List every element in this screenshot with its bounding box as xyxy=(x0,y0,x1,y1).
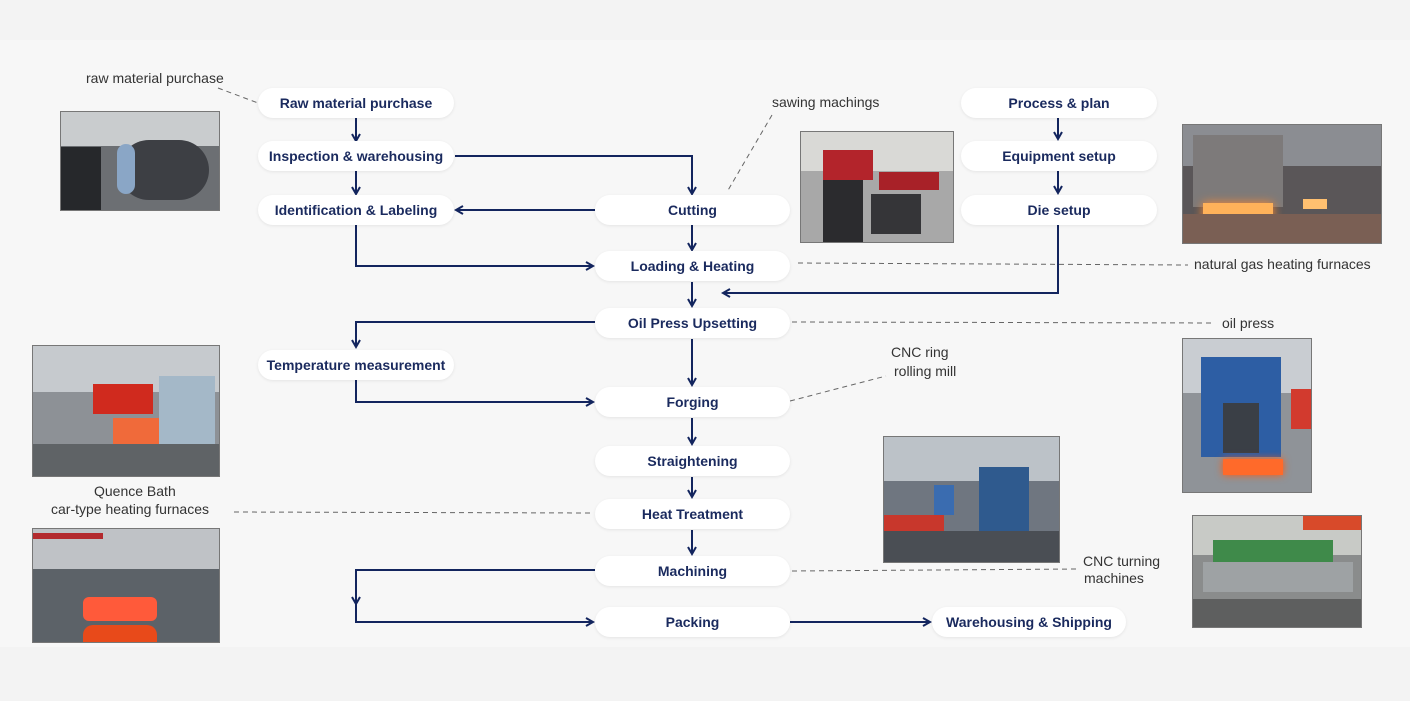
cnc-turning-photo xyxy=(1192,515,1362,628)
ring-rolling-photo xyxy=(883,436,1060,563)
node-raw-material-purchase: Raw material purchase xyxy=(258,88,454,118)
sawing-machine-photo xyxy=(800,131,954,243)
node-equipment-setup: Equipment setup xyxy=(961,141,1157,171)
oil-press-photo xyxy=(1182,338,1312,493)
node-process-plan: Process & plan xyxy=(961,88,1157,118)
node-packing: Packing xyxy=(595,607,790,637)
node-identification-labeling: Identification & Labeling xyxy=(258,195,454,225)
node-inspection-warehousing: Inspection & warehousing xyxy=(258,141,454,171)
node-oil-press-upsetting: Oil Press Upsetting xyxy=(595,308,790,338)
annotation-cnc-turning-line2: machines xyxy=(1084,570,1144,586)
annotation-natural-gas: natural gas heating furnaces xyxy=(1194,256,1371,272)
annotation-quench-line1: Quence Bath xyxy=(94,483,176,499)
annotation-oil-press: oil press xyxy=(1222,315,1275,331)
heating-furnace-photo xyxy=(1182,124,1382,244)
annotation-raw-material: raw material purchase xyxy=(86,70,224,86)
node-machining: Machining xyxy=(595,556,790,586)
node-warehousing-shipping: Warehousing & Shipping xyxy=(932,607,1126,637)
node-forging: Forging xyxy=(595,387,790,417)
node-straightening: Straightening xyxy=(595,446,790,476)
annotation-quench-line2: car-type heating furnaces xyxy=(51,501,209,517)
node-temperature-measurement: Temperature measurement xyxy=(258,350,454,380)
annotation-sawing: sawing machings xyxy=(772,94,880,110)
annotation-cnc-ring-line2: rolling mill xyxy=(894,363,957,379)
car-type-furnace-photo xyxy=(32,345,220,477)
raw-material-photo xyxy=(60,111,220,211)
annotation-cnc-ring-line1: CNC ring xyxy=(891,344,949,360)
diagram-canvas xyxy=(0,40,1410,647)
annotation-cnc-turning-line1: CNC turning xyxy=(1083,553,1161,569)
node-heat-treatment: Heat Treatment xyxy=(595,499,790,529)
node-die-setup: Die setup xyxy=(961,195,1157,225)
quench-bath-photo xyxy=(32,528,220,643)
node-loading-heating: Loading & Heating xyxy=(595,251,790,281)
node-cutting: Cutting xyxy=(595,195,790,225)
